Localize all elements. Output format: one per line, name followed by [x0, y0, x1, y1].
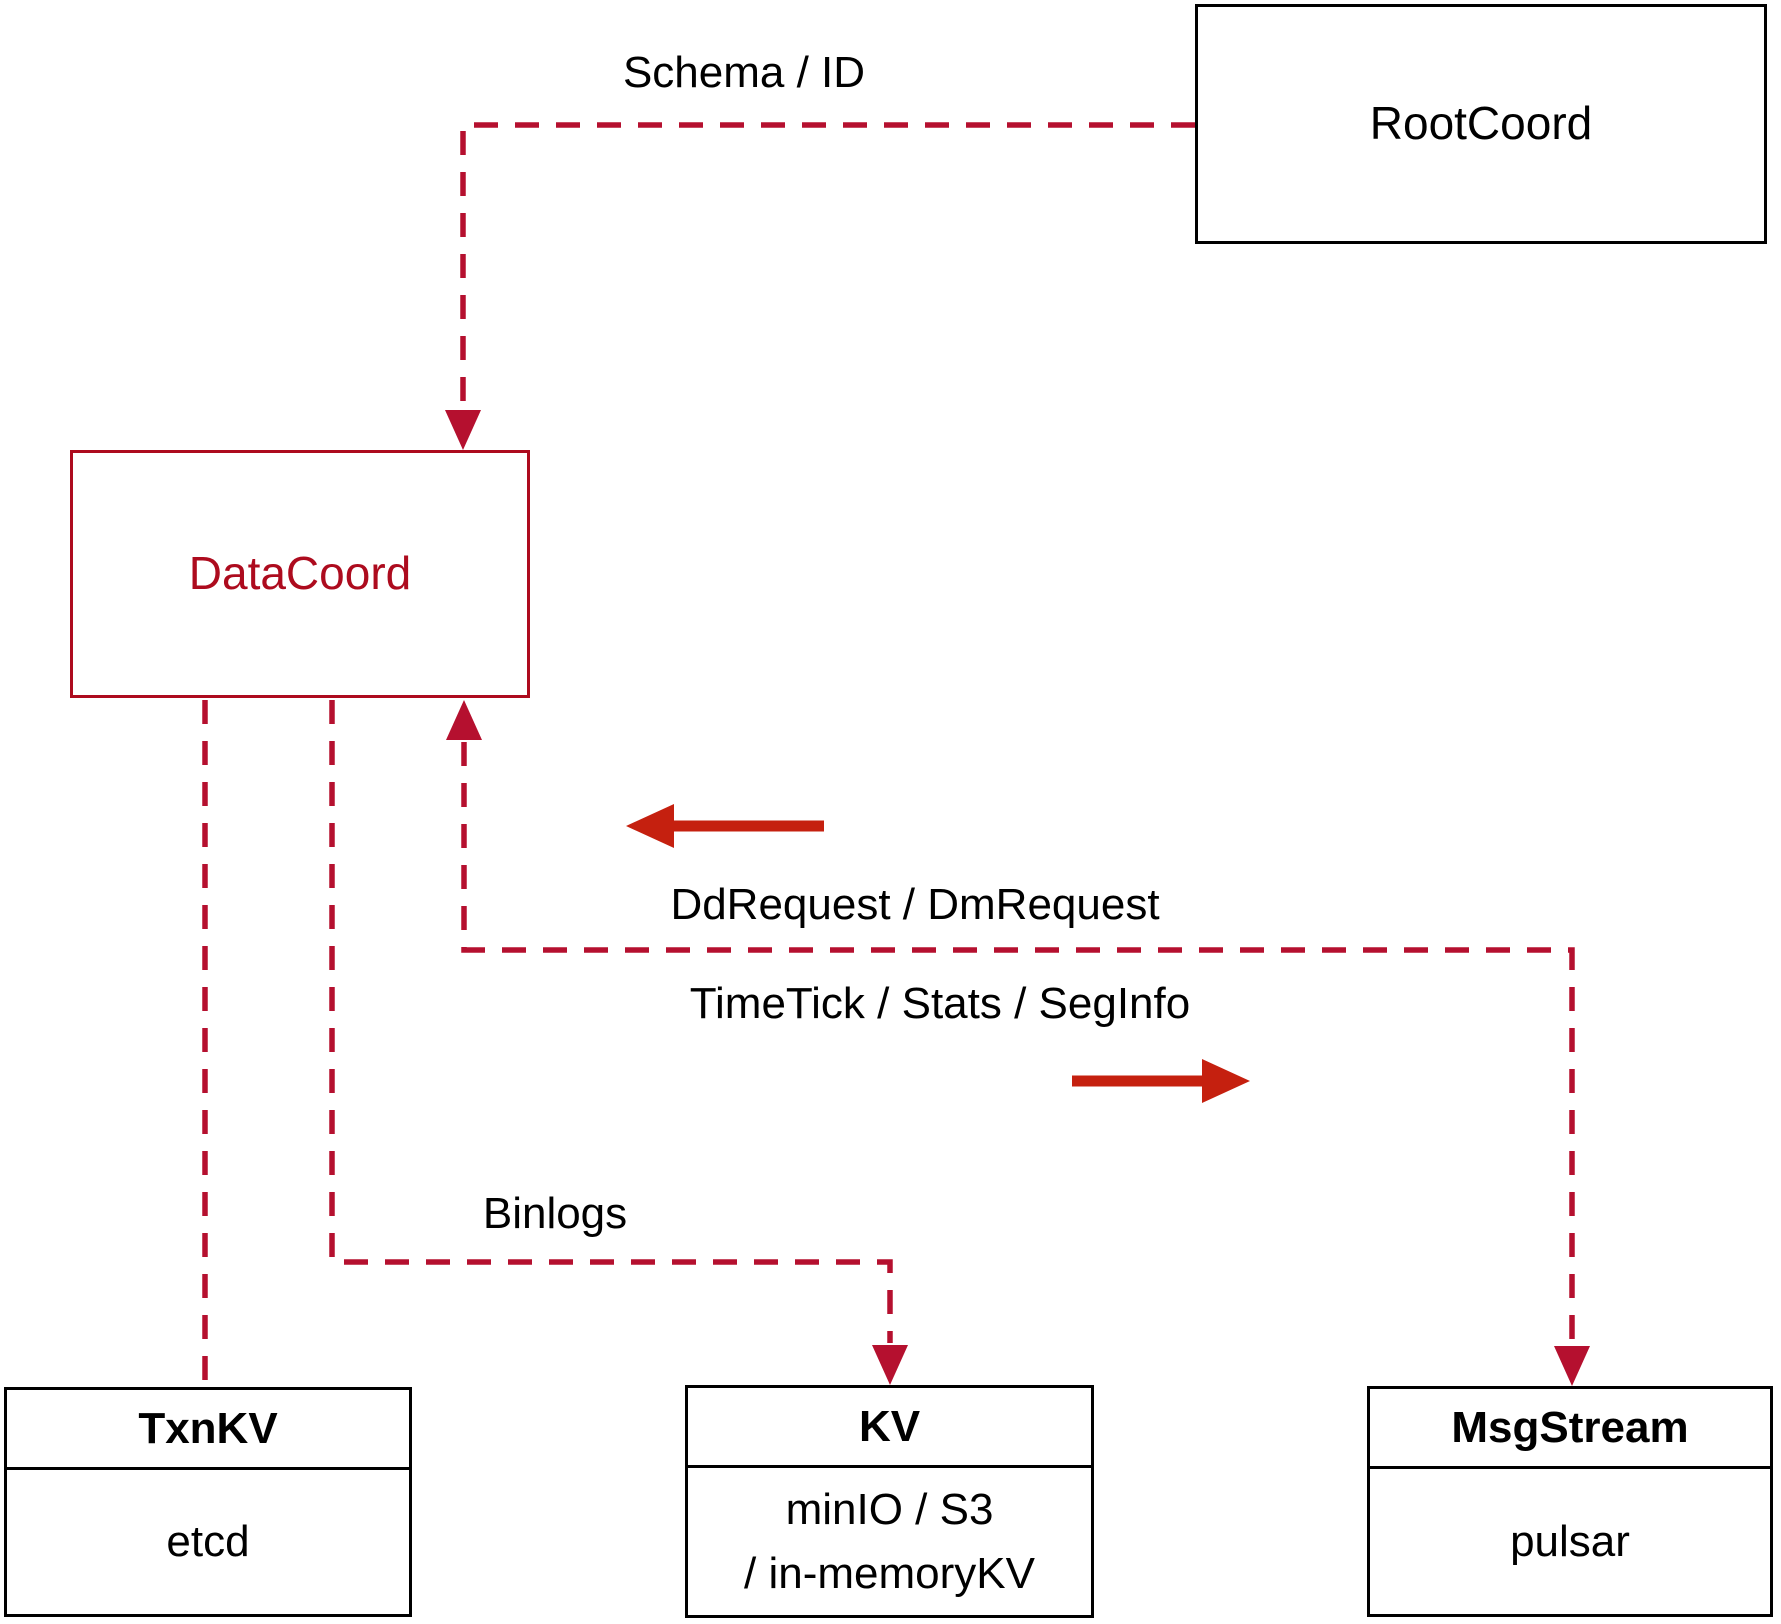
kv-title: KV	[688, 1388, 1091, 1468]
kv-impl-line2: / in-memoryKV	[744, 1548, 1035, 1598]
kv-node: KV minIO / S3 / in-memoryKV	[685, 1385, 1094, 1618]
rootcoord-label: RootCoord	[1369, 97, 1593, 150]
schema-id-arrowhead-icon	[445, 410, 481, 450]
txnkv-node: TxnKV etcd	[4, 1387, 412, 1617]
schema-id-label: Schema / ID	[622, 48, 866, 97]
msgstream-node: MsgStream pulsar	[1367, 1386, 1773, 1617]
kv-impl-line1: minIO / S3	[785, 1484, 994, 1534]
datacoord-node: DataCoord	[70, 450, 530, 698]
msgstream-up-arrowhead-icon	[446, 700, 482, 740]
msgstream-down-arrowhead-icon	[1554, 1346, 1590, 1386]
binlogs-label: Binlogs	[482, 1189, 628, 1238]
dd-dm-request-label: DdRequest / DmRequest	[670, 880, 1160, 929]
schema-id-connector	[460, 122, 1195, 408]
right-direction-arrow-icon	[1072, 1059, 1250, 1103]
msgstream-title: MsgStream	[1370, 1389, 1770, 1469]
datacoord-label: DataCoord	[188, 547, 412, 600]
timetick-stats-seginfo-label: TimeTick / Stats / SegInfo	[689, 979, 1191, 1028]
txnkv-title: TxnKV	[7, 1390, 409, 1470]
msgstream-connector	[461, 742, 1575, 1344]
binlogs-arrowhead-icon	[872, 1345, 908, 1385]
left-direction-arrow-icon	[626, 804, 824, 848]
txnkv-impl: etcd	[166, 1517, 250, 1567]
rootcoord-node: RootCoord	[1195, 4, 1767, 244]
binlogs-connector	[329, 700, 893, 1343]
msgstream-impl: pulsar	[1510, 1516, 1630, 1566]
